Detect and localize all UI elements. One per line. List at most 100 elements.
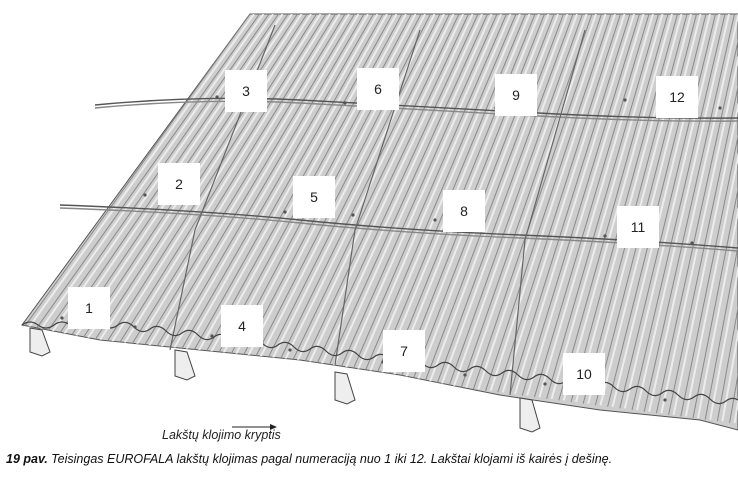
rib-highlight: [343, 14, 502, 373]
caption-number: 19 pav.: [6, 452, 48, 466]
rib-highlight: [538, 14, 654, 398]
rib-highlight: [697, 14, 738, 419]
rib-shadow: [363, 14, 517, 375]
fastener-dot: [433, 218, 437, 222]
label-box: [563, 353, 605, 395]
fastener-dot: [215, 95, 219, 99]
rib-shadow: [167, 14, 365, 350]
rib-shadow: [509, 14, 631, 395]
rib-shadow: [22, 14, 251, 331]
rib-highlight: [477, 14, 607, 390]
fastener-dot: [210, 334, 214, 338]
fastener-dot: [603, 234, 607, 238]
rib-shadow: [119, 14, 327, 344]
sheet-label-3: 3: [225, 70, 267, 112]
rib-shadow: [424, 14, 564, 383]
rib-highlight: [440, 14, 578, 385]
rib-highlight: [660, 14, 738, 414]
rib-shadow: [253, 14, 431, 361]
sheet-label-6: 6: [357, 68, 399, 110]
rib-shadow: [192, 14, 384, 353]
rib-highlight: [172, 14, 369, 350]
rib-shadow: [277, 14, 450, 364]
rib-shadow: [643, 14, 735, 412]
rib-highlight: [257, 14, 436, 361]
rib-highlight: [270, 14, 445, 363]
rib-shadow: [106, 14, 317, 342]
fastener-dot: [718, 106, 722, 110]
rib-highlight: [672, 14, 738, 416]
sheet-label-12: 12: [656, 76, 698, 118]
sheet-label-5: 5: [293, 176, 335, 218]
rib-highlight: [684, 14, 738, 417]
rib-shadow: [436, 14, 574, 385]
rib-highlight: [318, 14, 483, 369]
label-box: [495, 74, 537, 116]
rib-highlight: [501, 14, 626, 393]
rib-shadow: [692, 14, 738, 419]
rib-highlight: [294, 14, 464, 366]
rib-highlight: [721, 14, 738, 422]
label-number: 12: [669, 89, 685, 105]
rib-highlight: [184, 14, 379, 352]
rib-shadow: [180, 14, 374, 352]
fastener-dot: [343, 101, 347, 105]
rib-highlight: [135, 14, 341, 345]
label-number: 9: [512, 87, 520, 103]
rib-shadow: [668, 14, 738, 415]
rib-shadow: [326, 14, 488, 371]
label-number: 10: [576, 366, 592, 382]
figure-caption: 19 pav. Teisingas EUROFALA lakštų klojim…: [6, 452, 612, 466]
label-box: [617, 206, 659, 248]
rib-highlight: [160, 14, 360, 349]
fastener-dot: [288, 348, 292, 352]
label-number: 4: [238, 318, 246, 334]
rib-shadow: [143, 14, 346, 347]
rib-highlight: [709, 14, 738, 420]
rib-shadow: [350, 14, 507, 374]
rib-highlight: [453, 14, 588, 387]
rib-highlight: [465, 14, 597, 388]
sheet-label-1: 1: [68, 287, 110, 329]
sheet-label-4: 4: [221, 305, 263, 347]
label-box: [158, 163, 200, 205]
rib-highlight: [550, 14, 664, 400]
label-box: [383, 330, 425, 372]
fastener-dot: [133, 325, 137, 329]
label-box: [68, 287, 110, 329]
sheet-label-8: 8: [443, 190, 485, 232]
caption-text: Teisingas EUROFALA lakštų klojimas pagal…: [47, 452, 613, 466]
label-box: [443, 190, 485, 232]
rib-highlight: [526, 14, 645, 396]
direction-arrow: Lakštų klojimo kryptis: [162, 424, 281, 442]
rib-shadow: [155, 14, 355, 348]
rib-highlight: [428, 14, 569, 384]
rib-highlight: [648, 14, 738, 412]
rib-shadow: [533, 14, 650, 398]
rib-shadow: [302, 14, 469, 368]
label-box: [357, 68, 399, 110]
label-number: 2: [175, 176, 183, 192]
eave-edge: [21, 321, 738, 405]
fastener-dot: [283, 210, 287, 214]
rib-shadow: [472, 14, 602, 390]
direction-label: Lakštų klojimo kryptis: [162, 428, 281, 442]
rib-shadow: [631, 14, 726, 411]
rib-shadow: [131, 14, 336, 345]
rib-shadow: [619, 14, 716, 409]
label-box: [221, 305, 263, 347]
rib-shadow: [94, 14, 308, 340]
fastener-dot: [543, 382, 547, 386]
rib-shadow: [485, 14, 612, 391]
rib-shadow: [704, 14, 738, 420]
fastener-dot: [623, 98, 627, 102]
label-box: [225, 70, 267, 112]
fastener-dot: [663, 398, 667, 402]
rib-shadow: [655, 14, 738, 414]
fastener-dots: [60, 95, 722, 402]
label-number: 3: [242, 83, 250, 99]
sheet-label-7: 7: [383, 330, 425, 372]
rib-shadow: [521, 14, 640, 396]
fastener-dot: [351, 213, 355, 217]
